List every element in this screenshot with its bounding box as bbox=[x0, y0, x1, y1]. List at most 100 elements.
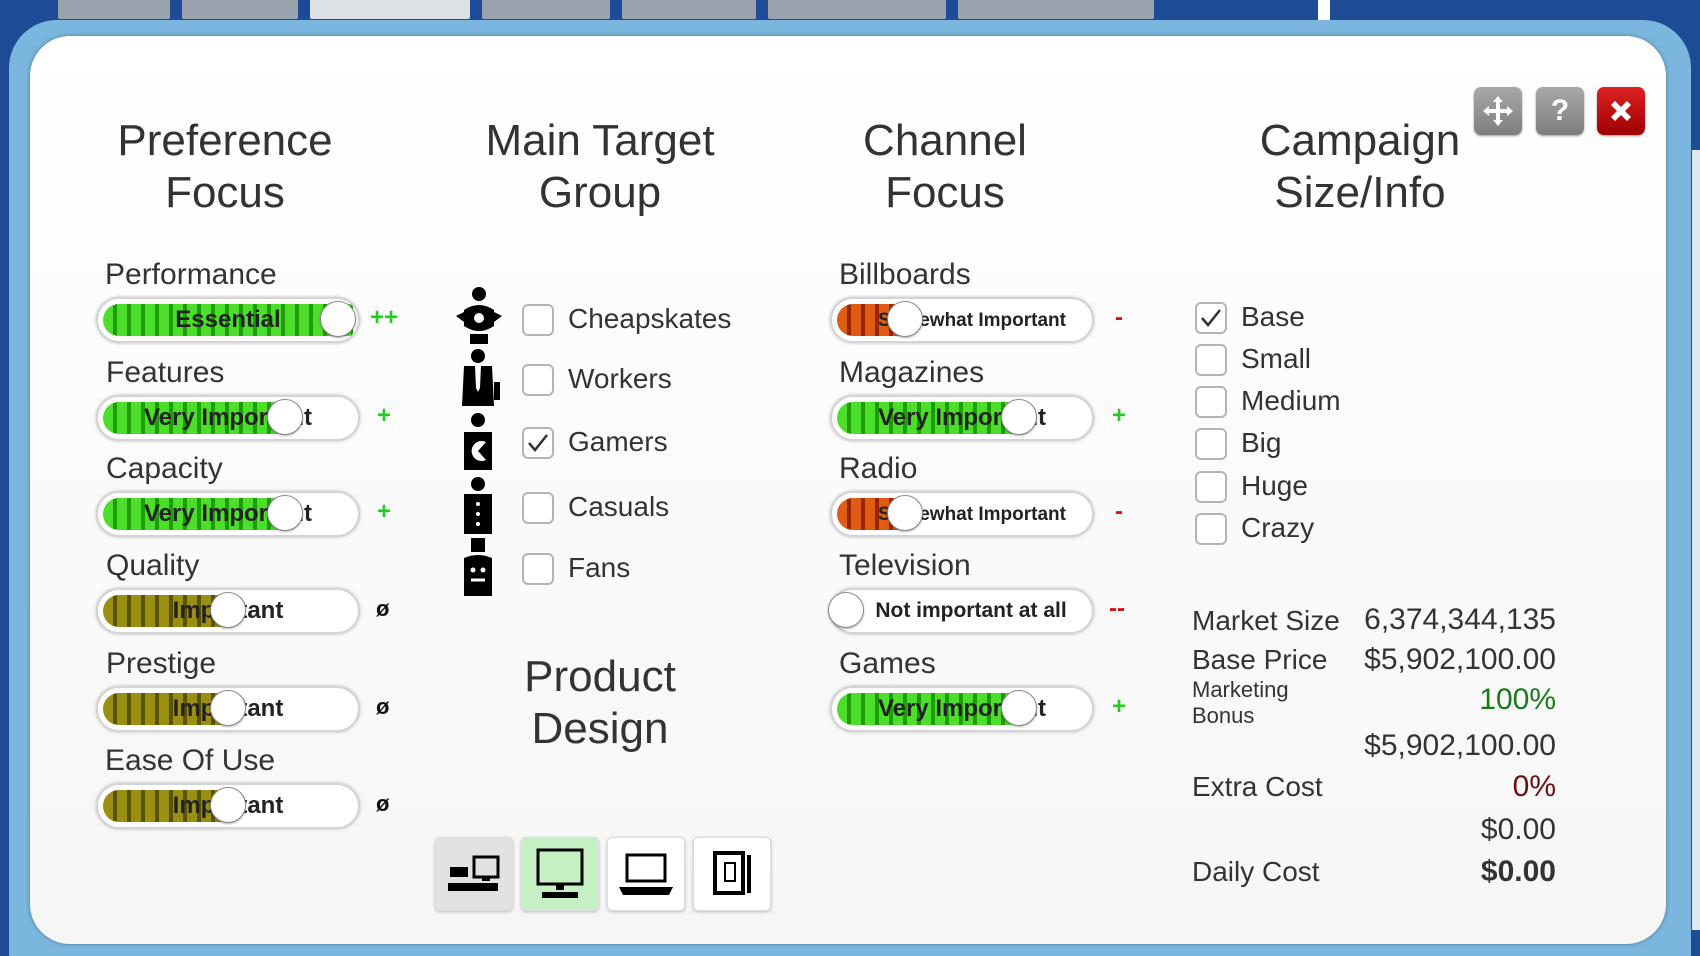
size-checkbox-medium[interactable] bbox=[1195, 386, 1227, 418]
laptop-icon bbox=[619, 853, 673, 895]
extra-cost-label: Extra Cost bbox=[1192, 771, 1323, 802]
size-checkbox-big[interactable] bbox=[1195, 428, 1227, 460]
pref-label-ease-of-use: Ease Of Use bbox=[105, 744, 276, 777]
marketing-bonus-value: 100% bbox=[1479, 683, 1556, 716]
channel-label-radio: Radio bbox=[839, 452, 918, 485]
radio-slider[interactable]: Somewhat Important bbox=[830, 491, 1094, 537]
marketing-dialog: ? Preference Focus Main Target Group Cha… bbox=[30, 36, 1666, 944]
top-tab[interactable] bbox=[482, 0, 610, 19]
target-label: Gamers bbox=[568, 426, 668, 457]
design-tablet-button[interactable] bbox=[693, 837, 771, 911]
target-checkbox-cheapskates[interactable] bbox=[522, 304, 554, 336]
target-checkbox-fans[interactable] bbox=[522, 553, 554, 585]
channel-label-magazines: Magazines bbox=[839, 356, 985, 389]
cheapskate-icon bbox=[456, 287, 502, 344]
slider-fill bbox=[103, 498, 286, 530]
size-checkbox-huge[interactable] bbox=[1195, 471, 1227, 503]
fan-icon bbox=[464, 538, 492, 596]
top-tab[interactable] bbox=[768, 0, 946, 19]
channel-focus-heading: Channel Focus bbox=[863, 116, 1027, 217]
slider-knob[interactable] bbox=[1001, 690, 1037, 726]
top-bar bbox=[0, 0, 1700, 20]
help-button[interactable]: ? bbox=[1536, 87, 1584, 135]
games-slider[interactable]: Very Important bbox=[830, 686, 1094, 732]
gamer-icon bbox=[464, 413, 492, 470]
check-icon bbox=[1201, 309, 1221, 327]
top-tab[interactable] bbox=[958, 0, 1154, 19]
daily-cost-value: $0.00 bbox=[1480, 855, 1556, 888]
design-desktop-button[interactable] bbox=[435, 837, 513, 911]
slider-fill bbox=[837, 402, 1020, 434]
slider-value: Very Important bbox=[143, 404, 313, 431]
slider-fill bbox=[103, 595, 229, 627]
channel-mark: - bbox=[1115, 498, 1123, 525]
slider-fill bbox=[103, 790, 229, 822]
extra-cost-percent: 0% bbox=[1512, 770, 1556, 803]
slider-knob[interactable] bbox=[828, 592, 864, 628]
tablet-icon bbox=[713, 851, 751, 895]
slider-knob[interactable] bbox=[887, 495, 923, 531]
slider-fill bbox=[103, 693, 229, 725]
ease-of-use-slider[interactable]: Important bbox=[96, 783, 360, 829]
move-button[interactable] bbox=[1474, 87, 1522, 135]
top-tab[interactable] bbox=[182, 0, 298, 19]
market-size-label: Market Size bbox=[1192, 605, 1340, 636]
capacity-slider[interactable]: Very Important bbox=[96, 491, 360, 537]
billboards-slider[interactable]: Somewhat Important bbox=[830, 297, 1094, 343]
divider bbox=[1318, 0, 1330, 20]
close-button[interactable] bbox=[1597, 87, 1645, 135]
slider-value: Somewhat Important bbox=[878, 309, 1066, 331]
channel-mark: + bbox=[1112, 402, 1127, 429]
slider-value: Essential bbox=[175, 306, 281, 333]
slider-knob[interactable] bbox=[210, 592, 246, 628]
prestige-slider[interactable]: Important bbox=[96, 686, 360, 732]
television-slider[interactable]: Not important at all bbox=[828, 588, 1094, 634]
pref-label-performance: Performance bbox=[105, 258, 277, 291]
slider-knob[interactable] bbox=[267, 495, 303, 531]
pref-label-features: Features bbox=[106, 356, 225, 389]
features-slider[interactable]: Very Important bbox=[96, 395, 360, 441]
target-checkbox-gamers[interactable] bbox=[522, 427, 554, 459]
slider-knob[interactable] bbox=[267, 399, 303, 435]
slider-knob[interactable] bbox=[320, 301, 356, 337]
base-price-label: Base Price bbox=[1192, 644, 1328, 675]
slider-knob[interactable] bbox=[1001, 399, 1037, 435]
design-monitor-button[interactable] bbox=[521, 837, 599, 911]
size-label: Huge bbox=[1241, 470, 1308, 501]
pref-mark: ø bbox=[376, 791, 390, 816]
slider-value: Very Important bbox=[877, 404, 1047, 431]
channel-label-billboards: Billboards bbox=[839, 258, 971, 291]
top-tab[interactable] bbox=[310, 0, 470, 19]
size-checkbox-crazy[interactable] bbox=[1195, 513, 1227, 545]
size-label: Big bbox=[1241, 427, 1282, 458]
quality-slider[interactable]: Important bbox=[96, 588, 360, 634]
target-checkbox-casuals[interactable] bbox=[522, 492, 554, 524]
size-checkbox-base[interactable] bbox=[1195, 302, 1227, 334]
side-edge bbox=[1692, 150, 1700, 930]
target-label: Fans bbox=[568, 552, 631, 583]
slider-fill bbox=[103, 402, 286, 434]
slider-fill bbox=[103, 304, 353, 336]
performance-slider[interactable]: Essential bbox=[96, 297, 360, 343]
target-label: Workers bbox=[568, 363, 672, 394]
product-design-heading: Product Design bbox=[524, 652, 676, 753]
target-label: Casuals bbox=[568, 491, 670, 522]
magazines-slider[interactable]: Very Important bbox=[830, 395, 1094, 441]
target-checkbox-workers[interactable] bbox=[522, 364, 554, 396]
top-tab[interactable] bbox=[622, 0, 756, 19]
target-group-heading: Main Target Group bbox=[485, 116, 715, 217]
pref-label-prestige: Prestige bbox=[106, 647, 217, 680]
slider-knob[interactable] bbox=[887, 301, 923, 337]
pref-mark: + bbox=[377, 402, 392, 429]
target-label: Cheapskates bbox=[568, 303, 732, 334]
top-tab[interactable] bbox=[58, 0, 170, 19]
base-price-value: $5,902,100.00 bbox=[1364, 643, 1556, 676]
pref-mark: ++ bbox=[370, 304, 399, 331]
size-checkbox-small[interactable] bbox=[1195, 344, 1227, 376]
check-icon bbox=[528, 434, 548, 452]
slider-fill bbox=[837, 693, 1020, 725]
move-icon bbox=[1483, 96, 1513, 126]
design-laptop-button[interactable] bbox=[607, 837, 685, 911]
slider-knob[interactable] bbox=[210, 787, 246, 823]
slider-knob[interactable] bbox=[210, 690, 246, 726]
